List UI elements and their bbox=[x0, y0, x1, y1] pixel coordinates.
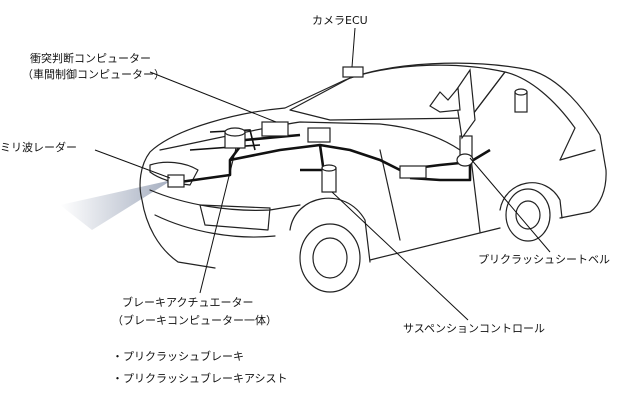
suspension-control-label: サスペンションコントロール bbox=[403, 322, 546, 335]
ecu-box bbox=[307, 127, 331, 143]
brake-actuator-label: ブレーキアクチュエーター bbox=[122, 296, 254, 309]
radar-beam bbox=[60, 180, 172, 230]
hood-line bbox=[159, 121, 461, 151]
seatbelt-arrow bbox=[429, 86, 461, 113]
front-bumper bbox=[149, 189, 301, 211]
car-body-outline bbox=[139, 62, 607, 269]
grille bbox=[199, 204, 271, 231]
brake-actuator-sublabel: （ブレーキコンピューター一体） bbox=[112, 314, 277, 327]
side-window bbox=[469, 71, 576, 161]
suspension-module bbox=[399, 165, 427, 179]
front-wheel-arch bbox=[289, 197, 371, 263]
suspension-cylinder bbox=[321, 167, 337, 193]
precrash-brake-label: ・プリクラッシュブレーキ bbox=[112, 350, 244, 363]
leader-brake-actuator bbox=[199, 147, 237, 294]
front-wheel bbox=[299, 223, 361, 293]
seatbelt-pulley bbox=[456, 153, 474, 167]
leader-camera-ecu bbox=[351, 27, 356, 68]
rear-wheel-arch bbox=[499, 182, 563, 219]
radar-unit bbox=[167, 174, 185, 188]
leader-seatbelt bbox=[469, 157, 551, 253]
side-sill bbox=[369, 227, 501, 261]
precrash-seatbelt-label: プリクラッシュシートベル bbox=[478, 253, 610, 266]
leader-collision-computer bbox=[149, 71, 277, 123]
rear-wheel bbox=[505, 188, 551, 242]
leader-suspension bbox=[331, 191, 469, 321]
precrash-brake-assist-label: ・プリクラッシュブレーキアシスト bbox=[112, 372, 288, 385]
collision-computer-box bbox=[261, 121, 289, 137]
mmwave-radar-label: ミリ波レーダー bbox=[0, 141, 77, 154]
collision-computer-sublabel: （車間制御コンピューター） bbox=[22, 68, 165, 81]
leader-mmwave-radar bbox=[94, 149, 171, 179]
brake-actuator-cylinder bbox=[224, 127, 246, 137]
collision-computer-label: 衝突判断コンピューター bbox=[30, 52, 151, 65]
camera-ecu-box bbox=[342, 66, 364, 78]
seat-frame bbox=[454, 68, 476, 140]
camera-ecu-label: カメラECU bbox=[312, 14, 368, 27]
headlight bbox=[149, 161, 199, 186]
